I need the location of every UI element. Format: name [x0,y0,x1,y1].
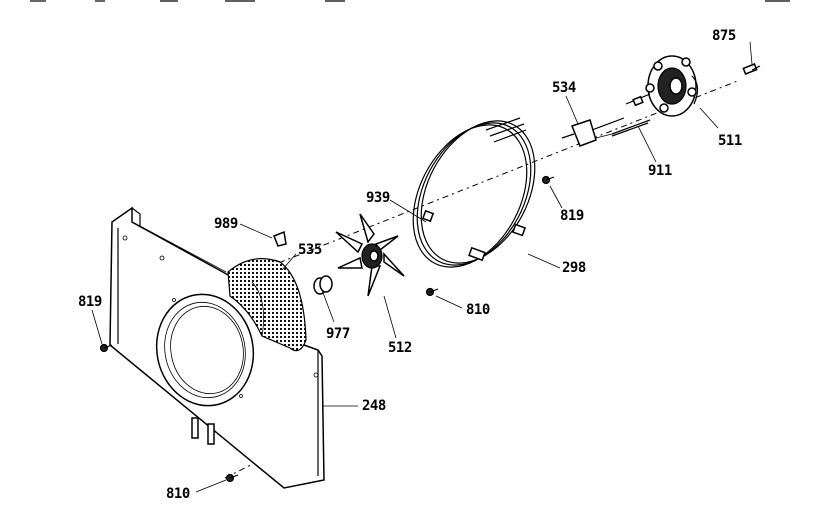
spacer-nut [313,275,333,295]
screw-819-right [541,175,555,185]
bracket [561,117,625,147]
label-535: 535 [298,242,322,258]
screw-810-bottom [225,473,239,483]
label-819-right: 819 [560,208,584,224]
label-875: 875 [712,28,736,44]
sensor-probe [595,119,651,139]
label-810-middle: 810 [466,302,490,318]
back-panel [109,206,325,489]
label-977: 977 [326,326,350,342]
screw-819-left [99,343,113,353]
label-512: 512 [388,340,412,356]
label-248: 248 [362,398,386,414]
label-810-bottom: 810 [166,486,190,502]
heating-element [412,117,536,268]
label-939: 939 [366,190,390,206]
mesh-screen [227,258,307,352]
label-298: 298 [562,260,586,276]
label-989: 989 [214,216,238,232]
screw-810-middle [425,287,439,297]
leader-lines [91,41,753,493]
fan-motor [625,55,699,117]
label-511: 511 [718,133,742,149]
clip [273,230,287,247]
fan-blade [335,213,405,297]
part-labels: 875 534 511 911 819 939 989 535 298 810 … [78,28,742,502]
label-534: 534 [552,80,576,96]
screw-875 [742,62,761,76]
label-819-left: 819 [78,294,102,310]
label-911: 911 [648,163,672,179]
